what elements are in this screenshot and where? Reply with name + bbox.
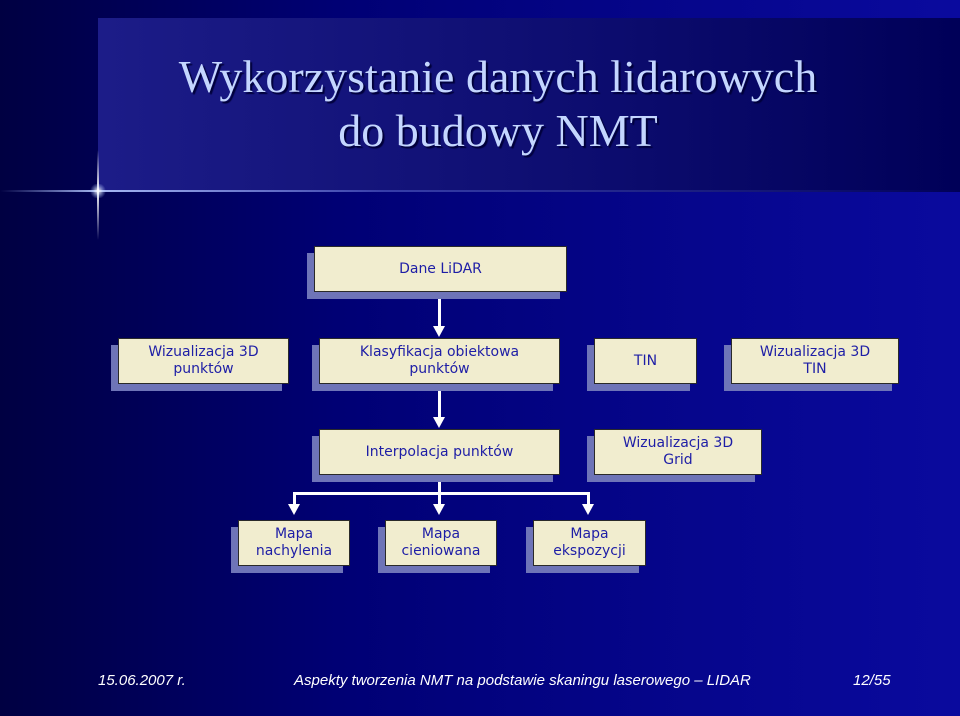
node-tin: TIN bbox=[594, 338, 697, 384]
node-wizualizacja-grid-line-2: Grid bbox=[663, 452, 693, 468]
node-mapa-cieniowana-line-2: cieniowana bbox=[401, 543, 481, 559]
connector-to-nachylenia bbox=[293, 492, 296, 504]
node-wizualizacja-tin-line-1: Wizualizacja 3D bbox=[759, 344, 871, 360]
node-mapa-nachylenia-line-1: Mapa bbox=[274, 526, 314, 542]
node-wizualizacja-punktow-line-1: Wizualizacja 3D bbox=[148, 344, 259, 360]
node-mapa-cieniowana: Mapa cieniowana bbox=[385, 520, 497, 566]
decorative-horizontal-line bbox=[0, 190, 960, 192]
node-mapa-ekspozycji-line-1: Mapa bbox=[570, 526, 609, 542]
node-interpolacja-label: Interpolacja punktów bbox=[365, 443, 514, 460]
arrow-head-klasyfikacja bbox=[433, 326, 445, 337]
slide-title-line-2: do budowy NMT bbox=[338, 105, 658, 156]
footer-date: 15.06.2007 r. bbox=[98, 672, 186, 689]
arrow-head-cieniowana bbox=[433, 504, 445, 515]
footer-title: Aspekty tworzenia NMT na podstawie skani… bbox=[294, 672, 751, 689]
arrow-head-interpolacja bbox=[433, 417, 445, 428]
node-klasyfikacja: Klasyfikacja obiektowa punktów bbox=[319, 338, 560, 384]
slide-title-line-1: Wykorzystanie danych lidarowych bbox=[178, 51, 818, 102]
footer-page-number: 12/55 bbox=[853, 672, 891, 689]
arrow-head-ekspozycji bbox=[582, 504, 594, 515]
node-wizualizacja-grid-line-1: Wizualizacja 3D bbox=[622, 435, 734, 451]
node-interpolacja: Interpolacja punktów bbox=[319, 429, 560, 475]
node-dane-lidar: Dane LiDAR bbox=[314, 246, 567, 292]
node-mapa-ekspozycji-line-2: ekspozycji bbox=[553, 543, 626, 559]
slide-title: Wykorzystanie danych lidarowych do budow… bbox=[98, 50, 898, 158]
decorative-sparkle-icon bbox=[90, 184, 106, 198]
node-wizualizacja-grid: Wizualizacja 3D Grid bbox=[594, 429, 762, 475]
node-wizualizacja-punktow-line-2: punktów bbox=[173, 361, 234, 377]
arrow-head-nachylenia bbox=[288, 504, 300, 515]
node-mapa-cieniowana-line-1: Mapa bbox=[421, 526, 461, 542]
connector-bus-horizontal bbox=[293, 492, 590, 495]
node-wizualizacja-tin-line-2: TIN bbox=[803, 361, 827, 377]
node-wizualizacja-tin: Wizualizacja 3D TIN bbox=[731, 338, 899, 384]
connector-lidar-to-klasyfikacja bbox=[438, 292, 441, 326]
slide-footer: 15.06.2007 r. Aspekty tworzenia NMT na p… bbox=[0, 672, 960, 696]
node-klasyfikacja-line-2: punktów bbox=[409, 361, 470, 377]
connector-to-cieniowana bbox=[438, 492, 441, 504]
connector-klasyfikacja-to-interpolacja bbox=[438, 384, 441, 417]
node-wizualizacja-punktow: Wizualizacja 3D punktów bbox=[118, 338, 289, 384]
node-mapa-nachylenia: Mapa nachylenia bbox=[238, 520, 350, 566]
connector-to-ekspozycji bbox=[587, 492, 590, 504]
title-panel bbox=[98, 18, 960, 192]
node-tin-label: TIN bbox=[633, 352, 658, 369]
node-klasyfikacja-line-1: Klasyfikacja obiektowa bbox=[359, 344, 520, 360]
connector-interpolacja-down bbox=[438, 475, 441, 493]
node-mapa-ekspozycji: Mapa ekspozycji bbox=[533, 520, 646, 566]
node-dane-lidar-label: Dane LiDAR bbox=[399, 260, 482, 277]
node-mapa-nachylenia-line-2: nachylenia bbox=[255, 543, 333, 559]
